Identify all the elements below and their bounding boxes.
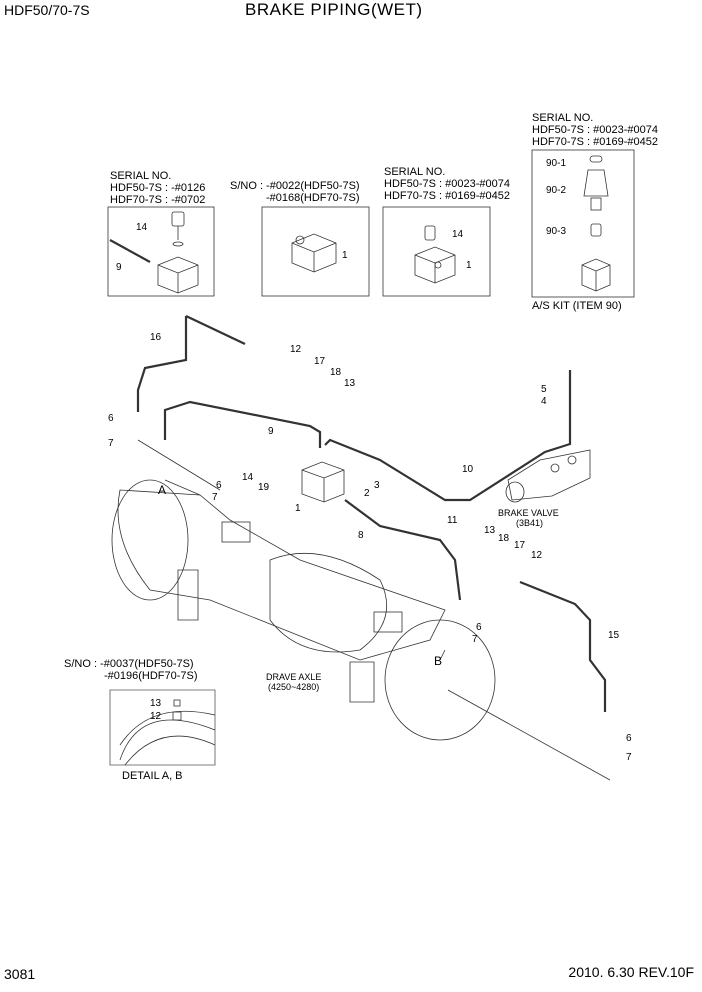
detail-line2: -#0196(HDF70-7S) (104, 670, 198, 682)
inset3-line2: HDF70-7S : #0169-#0452 (384, 190, 510, 202)
inset1-line2: HDF70-7S : -#0702 (110, 194, 206, 206)
marker-a: A (158, 483, 167, 497)
callout-1: 1 (295, 503, 301, 514)
callout-12: 12 (531, 550, 543, 561)
callout-7: 7 (472, 634, 478, 645)
inset4-line1: HDF50-7S : #0023-#0074 (532, 124, 658, 136)
callout-90-3: 90-3 (546, 226, 567, 237)
callout-90-1: 90-1 (546, 158, 567, 169)
callout-14: 14 (136, 222, 148, 233)
callout-13: 13 (484, 525, 496, 536)
callout-13: 13 (150, 698, 162, 709)
callout-6: 6 (108, 413, 114, 424)
callout-5: 5 (541, 384, 547, 395)
drive-axle-label: DRAVE AXLE (266, 672, 322, 682)
callout-10: 10 (462, 464, 474, 475)
callout-6: 6 (626, 733, 632, 744)
revision-date: 2010. 6.30 REV.10F (568, 964, 694, 980)
callout-7: 7 (626, 752, 632, 763)
callout-6: 6 (216, 480, 222, 491)
inset4-line2: HDF70-7S : #0169-#0452 (532, 136, 658, 148)
callout-14: 14 (452, 229, 464, 240)
model-label: HDF50/70-7S (4, 2, 90, 18)
callout-1: 1 (342, 250, 348, 261)
callout-2: 2 (364, 488, 370, 499)
callout-7: 7 (108, 438, 114, 449)
inset-box-3 (382, 206, 491, 297)
callout-9: 9 (268, 426, 274, 437)
drive-axle-range: (4250~4280) (268, 682, 320, 692)
inset1-heading: SERIAL NO. (110, 170, 172, 182)
detail-line1: S/NO : -#0037(HDF50-7S) (64, 658, 194, 670)
inset2-line1: S/NO : -#0022(HDF50-7S) (230, 180, 360, 192)
callout-6: 6 (476, 622, 482, 633)
callout-3: 3 (374, 480, 380, 491)
callout-8: 8 (358, 530, 364, 541)
callout-18: 18 (330, 367, 342, 378)
callout-17: 17 (514, 540, 526, 551)
callout-17: 17 (314, 356, 326, 367)
inset-box-4 (531, 149, 635, 298)
callout-13: 13 (344, 378, 356, 389)
detail-caption: DETAIL A, B (122, 770, 183, 782)
callout-18: 18 (498, 533, 510, 544)
callout-15: 15 (608, 630, 620, 641)
callout-90-2: 90-2 (546, 185, 567, 196)
callout-1: 1 (466, 260, 472, 271)
callout-16: 16 (150, 332, 162, 343)
inset-box-1 (107, 206, 215, 297)
inset4-heading: SERIAL NO. (532, 112, 594, 124)
inset1-line1: HDF50-7S : -#0126 (110, 182, 206, 194)
page-number: 3081 (4, 966, 36, 982)
marker-b: B (434, 654, 443, 668)
brake-valve-label: BRAKE VALVE (498, 508, 559, 518)
inset3-line1: HDF50-7S : #0023-#0074 (384, 178, 510, 190)
brake-valve-code: (3B41) (516, 518, 544, 528)
callout-12: 12 (150, 711, 162, 722)
callout-12: 12 (290, 344, 302, 355)
inset4-caption: A/S KIT (ITEM 90) (532, 300, 622, 312)
page-title: BRAKE PIPING(WET) (245, 0, 423, 19)
callout-11: 11 (447, 515, 458, 526)
inset3-heading: SERIAL NO. (384, 166, 446, 178)
callout-4: 4 (541, 396, 547, 407)
callout-14: 14 (242, 472, 254, 483)
inset2-line2: -#0168(HDF70-7S) (266, 192, 360, 204)
callout-19: 19 (258, 482, 270, 493)
callout-7: 7 (212, 492, 218, 503)
callout-9: 9 (116, 262, 122, 273)
inset-box-2 (261, 206, 370, 297)
